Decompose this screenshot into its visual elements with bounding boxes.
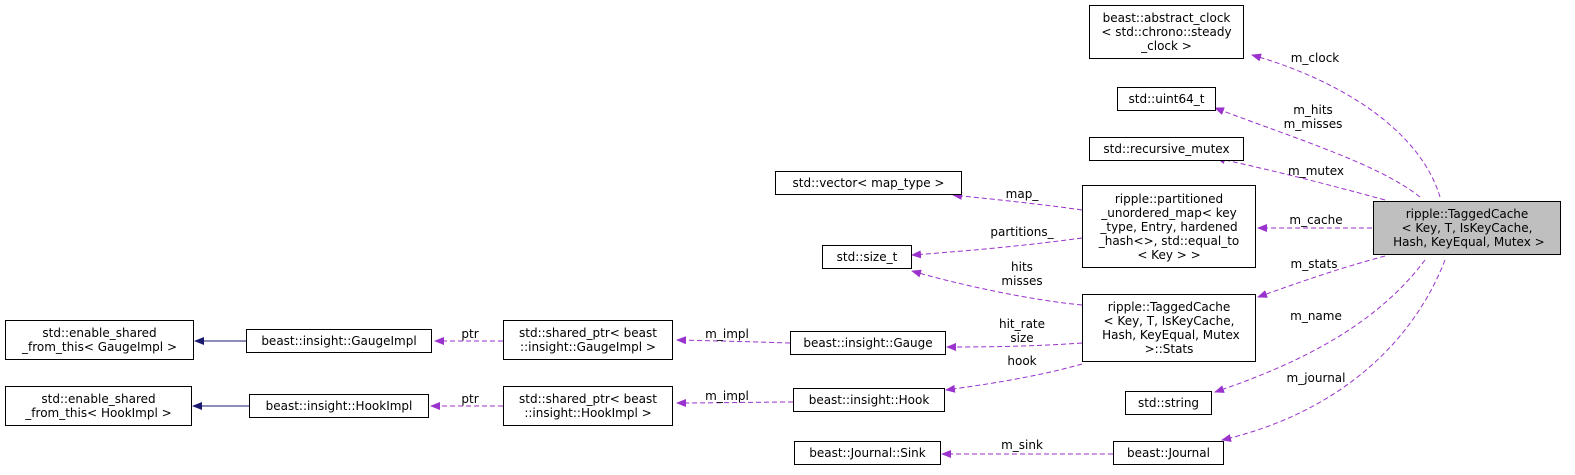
node-label-line: beast::insight::GaugeImpl [261,334,417,348]
node-label-line: std::recursive_mutex [1103,142,1230,156]
node-label-line: beast::Journal::Sink [809,446,926,460]
edge-m-name [1214,259,1426,393]
node-recursive-mutex[interactable]: std::recursive_mutex [1089,137,1244,161]
node-label-line: Hash, KeyEqual, Mutex > [1389,235,1545,249]
edge-m-mutex [1215,156,1386,201]
node-partitioned-unordered-map[interactable]: ripple::partitioned_unordered_map< key_t… [1082,185,1256,268]
node-label-line: std::uint64_t [1128,92,1205,106]
node-shared-ptr-gauge-impl[interactable]: std::shared_ptr< beast::insight::GaugeIm… [503,320,673,360]
node-size-t[interactable]: std::size_t [822,245,912,269]
edge-label-hits-misses: hits misses [1001,260,1043,288]
node-enable-shared-from-this-gauge[interactable]: std::enable_shared_from_this< GaugeImpl … [5,320,194,360]
edge-hits-misses [911,269,1083,306]
node-label-line: Hash, KeyEqual, Mutex [1098,328,1240,342]
node-label-line: _hash<>, std::equal_to [1098,233,1240,248]
edge-label-m-cache: m_cache [1289,213,1343,227]
node-label-line: _unordered_map< key [1101,205,1237,220]
edge-label-ptr-hook: ptr [461,392,479,406]
node-label-line: std::shared_ptr< beast [519,392,657,406]
edge-label-m-stats: m_stats [1290,257,1338,271]
node-label-line: std::enable_shared [42,326,157,340]
edge-label-partitions: partitions_ [990,225,1054,239]
node-label-line: beast::insight::HookImpl [265,399,413,413]
edge-label-ptr-gauge: ptr [461,327,479,341]
node-label-line: ripple::TaggedCache [1107,300,1231,314]
edge-m-clock [1251,53,1441,198]
node-gauge-impl[interactable]: beast::insight::GaugeImpl [246,329,432,353]
node-beast-journal[interactable]: beast::Journal [1113,441,1224,465]
node-label-line: std::vector< map_type > [792,176,945,190]
edge-map [952,191,1083,211]
node-label-line: beast::insight::Hook [808,393,930,407]
edge-label-m-mutex: m_mutex [1288,164,1344,178]
edge-label-m-clock: m_clock [1290,51,1340,65]
node-journal-sink[interactable]: beast::Journal::Sink [794,441,941,465]
node-abstract-clock[interactable]: beast::abstract_clock< std::chrono::stea… [1089,5,1244,59]
node-label-line: ripple::partitioned [1114,191,1224,206]
edge-label-m-sink: m_sink [1001,438,1043,452]
node-uint64[interactable]: std::uint64_t [1117,87,1216,111]
edge-m-impl-gauge [676,336,791,345]
node-label-line: < std::chrono::steady [1101,25,1232,39]
node-label-line: ::insight::HookImpl > [524,406,652,420]
node-label-line: std::shared_ptr< beast [519,326,657,340]
node-label-line: beast::abstract_clock [1102,11,1231,25]
node-label-line: std::size_t [836,250,898,264]
node-std-string[interactable]: std::string [1125,391,1212,415]
edge-m-impl-hook [676,398,794,407]
node-label-line: ::insight::GaugeImpl > [520,340,656,354]
node-tagged-cache[interactable]: ripple::TaggedCache< Key, T, IsKeyCache,… [1373,201,1561,255]
edge-partitions [911,237,1083,259]
node-label-line: beast::insight::Gauge [803,336,933,350]
node-label-line: std::enable_shared [41,392,156,406]
node-insight-gauge[interactable]: beast::insight::Gauge [790,331,946,355]
node-label-line: ripple::TaggedCache [1405,207,1529,221]
node-hook-impl[interactable]: beast::insight::HookImpl [249,394,429,418]
edge-label-m-journal: m_journal [1286,371,1346,385]
edge-label-m-impl-hook: m_impl [705,389,749,403]
edge-hook [945,363,1083,393]
edge-m-journal [1221,259,1446,442]
node-tagged-cache-stats[interactable]: ripple::TaggedCache< Key, T, IsKeyCache,… [1082,294,1256,362]
node-insight-hook[interactable]: beast::insight::Hook [793,388,945,412]
edge-label-hit-rate: hit_rate size [998,317,1046,345]
edge-label-m-hits: m_hits m_misses [1283,103,1343,131]
edge-label-hook: hook [1007,354,1037,368]
node-label-line: _from_this< GaugeImpl > [22,340,177,354]
node-label-line: < Key, T, IsKeyCache, [1401,221,1533,235]
edge-label-m-impl-gauge: m_impl [705,327,749,341]
node-enable-shared-from-this-hook[interactable]: std::enable_shared_from_this< HookImpl > [5,386,192,426]
edge-m-stats [1257,255,1386,298]
node-label-line: _clock > [1141,39,1192,53]
node-label-line: < Key > > [1137,247,1201,262]
node-label-line: >::Stats [1144,342,1194,356]
node-label-line: _from_this< HookImpl > [25,406,172,420]
edge-m-hits [1214,107,1421,198]
node-vector-map-type[interactable]: std::vector< map_type > [775,171,962,195]
edge-label-map: map_ [1005,187,1039,201]
node-label-line: _type, Entry, hardened [1100,219,1238,234]
node-shared-ptr-hook-impl[interactable]: std::shared_ptr< beast::insight::HookImp… [503,386,673,426]
edge-label-m-name: m_name [1290,309,1342,323]
node-label-line: beast::Journal [1127,446,1210,460]
node-label-line: < Key, T, IsKeyCache, [1103,314,1235,328]
node-label-line: std::string [1137,396,1200,410]
